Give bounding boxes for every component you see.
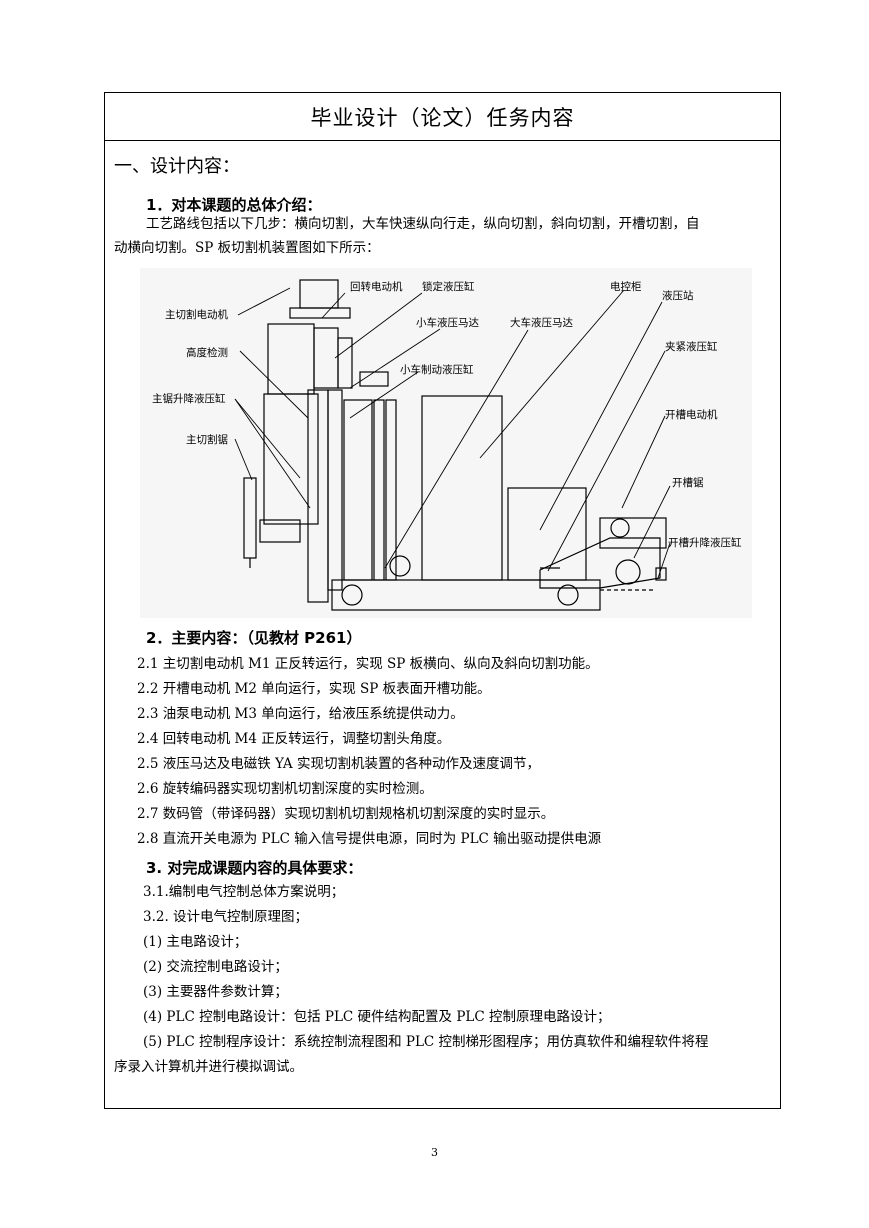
requirement-item-3: (1) 主电路设计； — [143, 934, 248, 950]
intro-line-2: 动横向切割。SP 板切割机装置图如下所示： — [114, 240, 380, 256]
content-item-2-5: 2.5 液压马达及电磁铁 YA 实现切割机装置的各种动作及速度调节， — [137, 756, 540, 772]
requirement-item-2: 3.2. 设计电气控制原理图； — [143, 909, 309, 925]
label-hydraulic-station: 液压站 — [662, 289, 694, 302]
requirement-item-6: (4) PLC 控制电路设计：包括 PLC 硬件结构配置及 PLC 控制原理电路… — [143, 1009, 611, 1025]
content-item-2-8: 2.8 直流开关电源为 PLC 输入信号提供电源，同时为 PLC 输出驱动提供电… — [137, 831, 602, 847]
requirement-item-4: (2) 交流控制电路设计； — [143, 959, 288, 975]
label-truck-hydraulic-motor: 大车液压马达 — [510, 316, 573, 329]
requirement-item-5: (3) 主要器件参数计算； — [143, 984, 288, 1000]
requirement-item-7-cont: 序录入计算机并进行模拟调试。 — [114, 1059, 303, 1075]
requirement-item-7: (5) PLC 控制程序设计：系统控制流程图和 PLC 控制梯形图程序；用仿真软… — [143, 1034, 709, 1050]
requirement-item-1: 3.1.编制电气控制总体方案说明； — [143, 884, 345, 900]
label-cart-hydraulic-motor: 小车液压马达 — [416, 316, 479, 329]
label-groove-lift-cylinder: 开槽升降液压缸 — [668, 536, 742, 549]
page-title: 毕业设计（论文）任务内容 — [105, 93, 780, 141]
label-saw-lift-cylinder: 主锯升降液压缸 — [152, 392, 226, 405]
label-main-saw: 主切割锯 — [186, 433, 228, 446]
content-item-2-7: 2.7 数码管（带译码器）实现切割机切割规格机切割深度的实时显示。 — [137, 806, 555, 822]
subsection-heading-3: 3. 对完成课题内容的具体要求： — [146, 859, 363, 877]
page-number: 3 — [431, 1146, 438, 1159]
subsection-heading-2: 2．主要内容：（见教材 P261） — [146, 629, 362, 647]
label-control-cabinet: 电控柜 — [610, 280, 642, 293]
intro-line-1: 工艺路线包括以下几步：横向切割，大车快速纵向行走，纵向切割，斜向切割，开槽切割，… — [146, 216, 700, 232]
section-heading: 一、设计内容： — [114, 156, 240, 177]
task-table: 毕业设计（论文）任务内容 — [104, 92, 781, 1109]
label-cart-brake-cylinder: 小车制动液压缸 — [400, 363, 474, 376]
label-clamp-cylinder: 夹紧液压缸 — [665, 340, 718, 353]
content-item-2-3: 2.3 油泵电动机 M3 单向运行，给液压系统提供动力。 — [137, 706, 464, 722]
label-groove-motor: 开槽电动机 — [665, 408, 718, 421]
content-item-2-4: 2.4 回转电动机 M4 正反转运行，调整切割头角度。 — [137, 731, 451, 747]
content-item-2-1: 2.1 主切割电动机 M1 正反转运行，实现 SP 板横向、纵向及斜向切割功能。 — [137, 656, 599, 672]
sp-board-cutter-diagram: 主切割电动机 回转电动机 锁定液压缸 电控柜 液压站 小车液压马达 大车液压马达… — [140, 268, 752, 618]
label-rotary-motor: 回转电动机 — [350, 280, 403, 293]
content-item-2-2: 2.2 开槽电动机 M2 单向运行，实现 SP 板表面开槽功能。 — [137, 681, 491, 697]
subsection-heading-1: 1．对本课题的总体介绍： — [146, 196, 322, 214]
label-lock-cylinder: 锁定液压缸 — [422, 280, 475, 293]
label-groove-saw: 开槽锯 — [672, 476, 704, 489]
label-main-cut-motor: 主切割电动机 — [165, 308, 228, 321]
content-item-2-6: 2.6 旋转编码器实现切割机切割深度的实时检测。 — [137, 781, 433, 797]
label-height-detection: 高度检测 — [186, 346, 228, 359]
